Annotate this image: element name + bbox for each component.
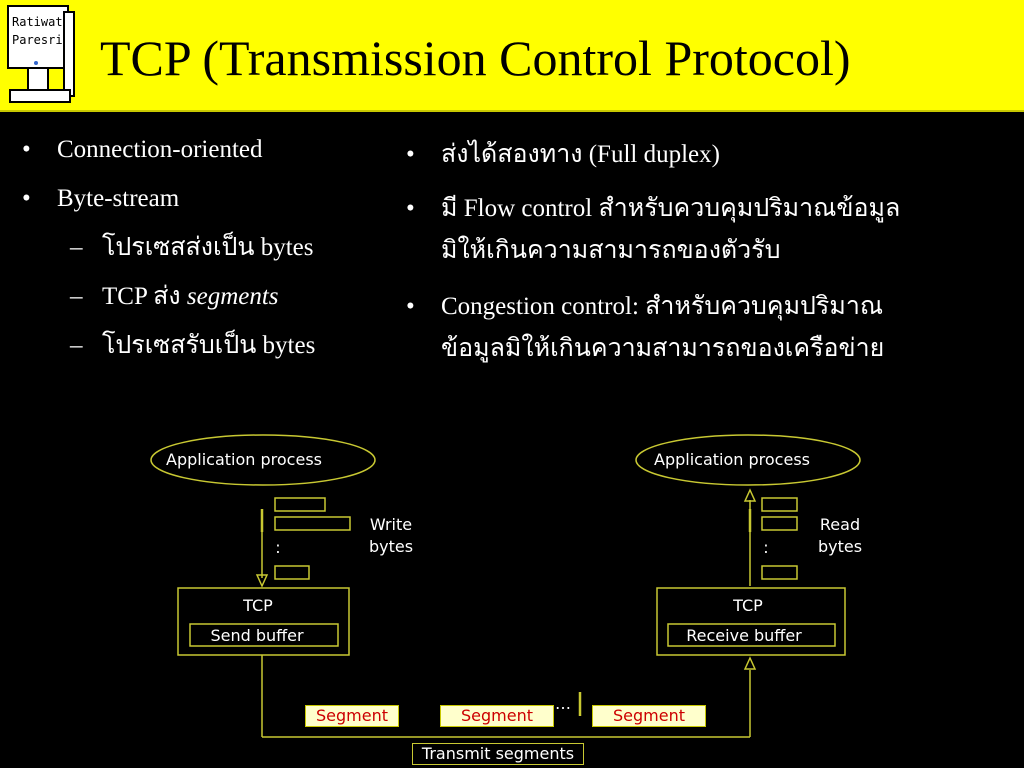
sender-byte-slot bbox=[274, 516, 351, 531]
svg-text:Paresri: Paresri bbox=[12, 33, 63, 47]
bullet-dot: • bbox=[406, 195, 415, 222]
svg-text:Ratiwat: Ratiwat bbox=[12, 15, 63, 29]
send-buffer-box bbox=[189, 623, 339, 647]
receive-buffer-label: Receive buffer bbox=[686, 626, 802, 645]
sender-down-arrow bbox=[255, 574, 269, 588]
bullet-dash: – bbox=[70, 234, 83, 261]
segment-1: Segment bbox=[305, 705, 399, 727]
bullet-flow-control-line2: มิให้เกินความสามารถของตัวรับ bbox=[441, 237, 781, 264]
write-label: Write bbox=[369, 515, 413, 534]
sender-app-ellipse bbox=[150, 434, 376, 486]
receiver-app-ellipse bbox=[635, 434, 861, 486]
page-title: TCP (Transmission Control Protocol) bbox=[100, 30, 851, 86]
sender-byte-slot bbox=[274, 497, 326, 512]
receiver-byte-slot bbox=[761, 516, 798, 531]
segment-3: Segment bbox=[592, 705, 706, 727]
sender-app-label: Application process bbox=[166, 450, 322, 469]
transmit-up-arrow bbox=[743, 656, 757, 670]
receiver-bytes-label: bytes bbox=[817, 537, 863, 556]
read-label: Read bbox=[819, 515, 861, 534]
bullet-dash: – bbox=[70, 332, 83, 359]
bullet-congestion-control-line2: ข้อมูลมิให้เกินความสามารถของเครือข่าย bbox=[441, 335, 885, 362]
segment-ellipsis: … bbox=[555, 694, 571, 713]
bullet-full-duplex: •ส่งได้สองทาง (Full duplex) bbox=[406, 141, 720, 168]
receiver-dots: : bbox=[763, 538, 769, 557]
bullet-flow-control: •มี Flow control สำหรับควบคุมปริมาณข้อมู… bbox=[406, 195, 901, 222]
title-bar: Ratiwat Paresri TCP (Transmission Contro… bbox=[0, 0, 1024, 112]
segment-2: Segment bbox=[440, 705, 554, 727]
bullet-dot: • bbox=[22, 185, 31, 212]
bytes-label: bytes bbox=[368, 537, 414, 556]
receiver-byte-slot bbox=[761, 497, 798, 512]
sender-tcp-label: TCP bbox=[243, 596, 273, 615]
sender-byte-slot bbox=[274, 565, 310, 580]
bullet-connection-oriented: •Connection-oriented bbox=[22, 136, 263, 163]
computer-monitor-logo-icon: Ratiwat Paresri bbox=[7, 5, 75, 103]
receive-buffer-box bbox=[667, 623, 836, 647]
bullet-dot: • bbox=[406, 141, 415, 168]
receiver-byte-slot bbox=[761, 565, 798, 580]
bullet-dash: – bbox=[70, 283, 83, 310]
sub-bullet-send-bytes: –โปรเซสส่งเป็น bytes bbox=[70, 234, 314, 261]
receiver-app-label: Application process bbox=[654, 450, 810, 469]
sub-bullet-tcp-segments: –TCP ส่ง segments bbox=[70, 283, 279, 310]
bullet-dot: • bbox=[406, 293, 415, 320]
receiver-tcp-box bbox=[656, 587, 846, 656]
transmit-segments-label: Transmit segments bbox=[412, 743, 584, 765]
sub-bullet-receive-bytes: –โปรเซสรับเป็น bytes bbox=[70, 332, 316, 359]
send-buffer-label: Send buffer bbox=[210, 626, 304, 645]
sender-tcp-box bbox=[177, 587, 350, 656]
bullet-dot: • bbox=[22, 136, 31, 163]
tcp-buffer-diagram: Application process Write bytes : TCP Se… bbox=[0, 420, 1024, 768]
bullet-byte-stream: •Byte-stream bbox=[22, 185, 180, 212]
receiver-up-arrow bbox=[743, 488, 757, 502]
bullet-congestion-control: •Congestion control: สำหรับควบคุมปริมาณ bbox=[406, 293, 884, 320]
diagram-lines bbox=[150, 434, 861, 738]
receiver-tcp-label: TCP bbox=[733, 596, 763, 615]
sender-dots: : bbox=[275, 538, 281, 557]
